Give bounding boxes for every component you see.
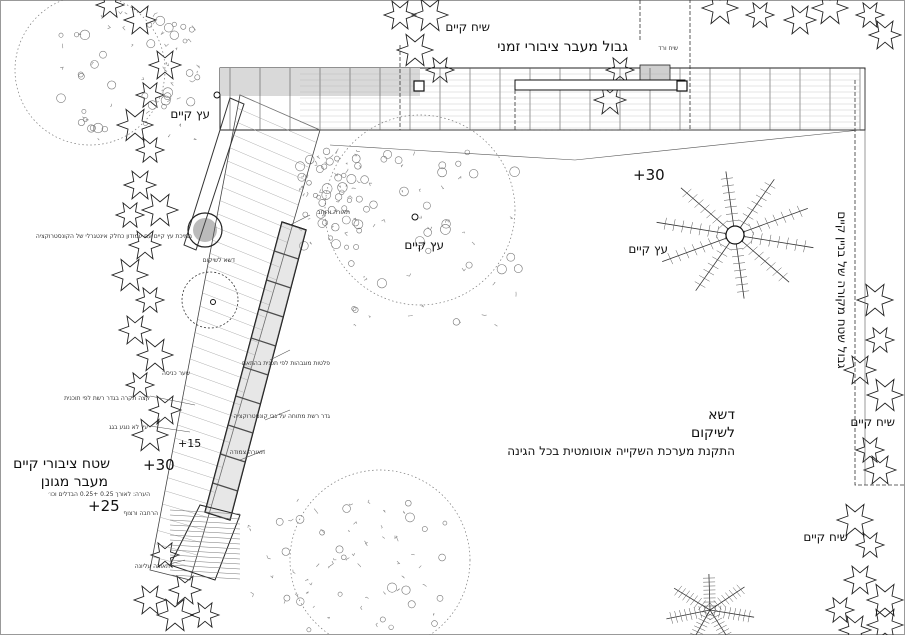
existing-bushes <box>94 0 905 635</box>
elevation-15: +15 <box>178 437 201 450</box>
shrub-icon <box>864 326 896 354</box>
note-entrance: שער כניסה <box>162 370 190 377</box>
shrub-icon <box>147 394 183 426</box>
shrub-icon <box>122 4 158 36</box>
label-existing-tree-left: עץ קיים <box>170 107 210 121</box>
label-lawn: דשא <box>708 407 735 423</box>
label-existing-bush-top: שיח קיים <box>445 20 490 34</box>
shrub-icon <box>854 531 886 559</box>
shrub-icon <box>127 229 163 261</box>
shrub-icon <box>382 0 418 31</box>
shrub-icon <box>140 193 180 227</box>
shrub-icon <box>854 1 886 29</box>
label-irrigation: התקנת מערכת השקייה אוטומטית בכל הגינה <box>507 444 735 458</box>
label-sheltered-area-border: גבול שטח מקורה של בניין קיים <box>835 211 849 368</box>
shrub-icon <box>115 108 155 142</box>
label-existing-tree-center: עץ קיים <box>404 238 444 252</box>
shrub-icon <box>700 0 740 25</box>
shrub-icon <box>842 354 878 386</box>
note-grass: דשא לשיקום <box>203 257 236 264</box>
shrub-icon <box>155 598 195 632</box>
note-roof-edge: קצה תקרה בגדר רשת לפי תוכנית <box>64 395 150 402</box>
label-existing-bush-right: שיח קיים <box>850 415 895 429</box>
shrub-icon <box>824 596 856 624</box>
shrub-icon <box>132 584 168 616</box>
label-temp-public-passage: גבול מעבר ציבורי זמני <box>497 39 628 55</box>
note-paving: הרחבה ורצוף <box>123 510 158 517</box>
shrub-icon <box>865 378 905 412</box>
note-tree-support: תמיכת עץ קיים עם עמודון כחלק אינטגרלי של… <box>36 233 192 240</box>
label-existing-tree-palm: עץ קיים <box>628 242 668 256</box>
shrub-icon <box>122 169 158 201</box>
note-small-top: תאורה ורוחב <box>317 209 350 216</box>
shrub-icon <box>855 283 895 317</box>
shrub-icon <box>135 338 175 372</box>
shrub-icon <box>124 371 156 399</box>
note-planter: עץ לא נוגע בגג <box>109 424 148 431</box>
shrub-icon <box>424 56 456 84</box>
shrub-icon <box>134 136 166 164</box>
note-lighting-top: תאורה עליונה <box>135 563 170 570</box>
palm-tree <box>656 171 814 299</box>
shrub-icon <box>837 614 873 635</box>
elevation-30-right: +30 <box>633 166 665 184</box>
shrub-icon <box>835 503 875 537</box>
palm-tree-bottom <box>666 573 755 635</box>
shrub-icon <box>189 601 221 629</box>
shrub-icon <box>842 564 878 596</box>
planting-dots <box>56 11 523 633</box>
shrub-icon <box>395 33 435 67</box>
label-small-top: שיח ורד <box>658 45 678 52</box>
tree-markers <box>210 91 419 305</box>
shrub-icon <box>862 454 898 486</box>
shrub-icon <box>149 541 181 569</box>
note-lighting: תאורה צמודה <box>230 449 265 456</box>
shrub-icon <box>782 4 818 36</box>
shrub-icon <box>134 286 166 314</box>
shrub-icon <box>130 418 170 452</box>
label-landscaped-passage: מעבר מגונן <box>41 474 108 490</box>
diagonal-structure <box>149 94 861 581</box>
shrub-icon <box>744 1 776 29</box>
label-public-area: שטח ציבורי קיים <box>13 456 110 472</box>
note-elevation-small: הערה: לאורך 0.25 +0.25 הבדלים וכו׳ <box>48 491 150 498</box>
leader-lines <box>149 214 311 565</box>
shrub-icon <box>134 81 166 109</box>
label-existing-bush-bottom: שיח קיים <box>803 530 848 544</box>
shrub-icon <box>110 258 150 292</box>
shrub-icon <box>867 19 903 51</box>
shrub-icon <box>117 314 153 346</box>
elevation-30-left: +30 <box>143 456 175 474</box>
top-corridor <box>219 0 905 486</box>
shrub-icon <box>854 436 886 464</box>
shrub-icon <box>114 201 146 229</box>
note-fence: גדר רשת מתוחה על גבי קונסטרוקציה <box>234 413 331 420</box>
shrub-icon <box>167 574 203 606</box>
shrub-icon <box>94 0 126 19</box>
label-for-rehab: לשיקום <box>691 425 735 441</box>
shrub-icon <box>865 583 905 617</box>
shrub-icon <box>810 0 850 25</box>
note-pavers: פלטות מוגבהות לפי תכנית בהתאם <box>242 360 330 367</box>
shrub-icon <box>147 49 183 81</box>
shrub-icon <box>865 608 905 635</box>
elevation-25: +25 <box>88 497 120 515</box>
tree-canopies <box>14 0 516 635</box>
shrub-icon <box>410 0 450 32</box>
